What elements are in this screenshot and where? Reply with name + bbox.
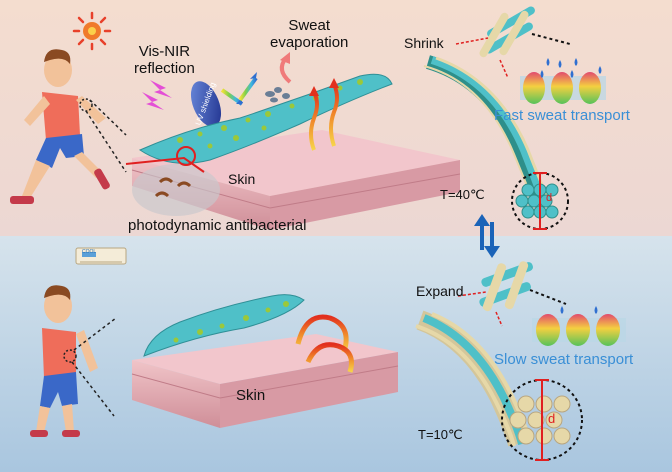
walking-person-figure (30, 285, 117, 437)
shrink-weave-icon (455, 6, 571, 79)
skin-label-bottom: Skin (236, 387, 266, 404)
evaporation-arrowhead (280, 52, 290, 64)
heat-retention-loops (295, 314, 354, 373)
temp-label-top: T=40℃ (440, 187, 485, 202)
fiber-bundle-top (423, 55, 569, 230)
diameter-label-top: d (546, 192, 553, 204)
sweat-evaporation-label: Sweat evaporation (270, 17, 349, 51)
switch-arrows-icon (474, 214, 500, 258)
air-conditioner-icon (75, 247, 127, 265)
sun-icon (72, 11, 112, 51)
fiber-bundle-bottom (415, 310, 583, 461)
skin-label-top: Skin (228, 171, 256, 187)
photodynamic-label: photodynamic antibacterial (128, 217, 307, 234)
expand-weave-icon (457, 261, 567, 327)
fast-transport-label: Fast sweat transport (494, 107, 630, 124)
vis-nir-label: Vis-NIR reflection (134, 43, 195, 77)
uv-shield-icon: UV shielding (190, 81, 222, 127)
slow-transport-icon (532, 306, 626, 346)
slow-transport-label: Slow sweat transport (494, 351, 634, 368)
heat-arrowheads (309, 78, 339, 96)
running-person-figure (10, 49, 127, 204)
photodynamic-zone (125, 146, 220, 216)
temp-label-bottom: T=10℃ (418, 427, 463, 442)
heat-release-arrows (309, 83, 339, 151)
diameter-label-bottom: d (548, 411, 556, 426)
sweat-droplets (265, 87, 290, 103)
fast-transport-icon (520, 58, 606, 104)
reflection-arrows (220, 72, 258, 106)
shrink-label: Shrink (404, 35, 444, 51)
ac-label: COOL (82, 249, 97, 255)
fabric-layer-bottom (143, 294, 305, 357)
fabric-layer-top (138, 73, 393, 164)
vis-nir-ray-icon (142, 80, 172, 110)
expand-label: Expand (416, 283, 464, 299)
